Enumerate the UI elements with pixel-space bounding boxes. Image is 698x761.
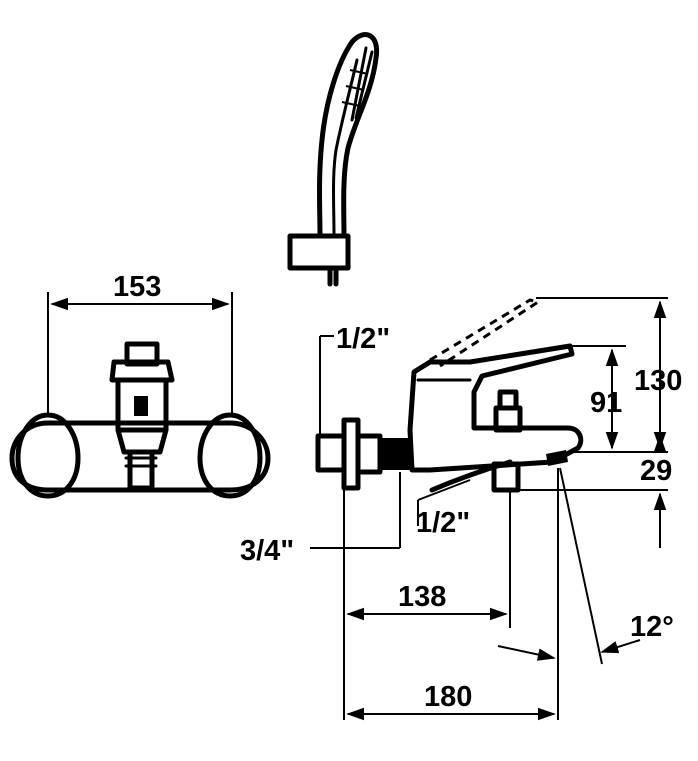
dim-label-diverter-thread: 1/2": [416, 507, 470, 539]
dim-label-29: 29: [640, 455, 672, 487]
front-view: 153: [9, 271, 271, 499]
dim-label-153: 153: [113, 271, 161, 303]
side-view: [315, 298, 584, 493]
dim-label-91: 91: [590, 387, 622, 419]
dim-label-outlet-thread: 1/2": [336, 323, 390, 355]
side-dimensions: 130 91 29 1/2" 3/4" 1/2" 138 180 12°: [240, 297, 682, 721]
dim-label-138: 138: [398, 581, 446, 613]
dim-label-180: 180: [424, 681, 472, 713]
hand-shower: [287, 32, 380, 287]
dim-label-angle: 12°: [630, 611, 674, 643]
dim-label-130: 130: [634, 365, 682, 397]
dim-label-inlet-thread: 3/4": [240, 535, 294, 567]
